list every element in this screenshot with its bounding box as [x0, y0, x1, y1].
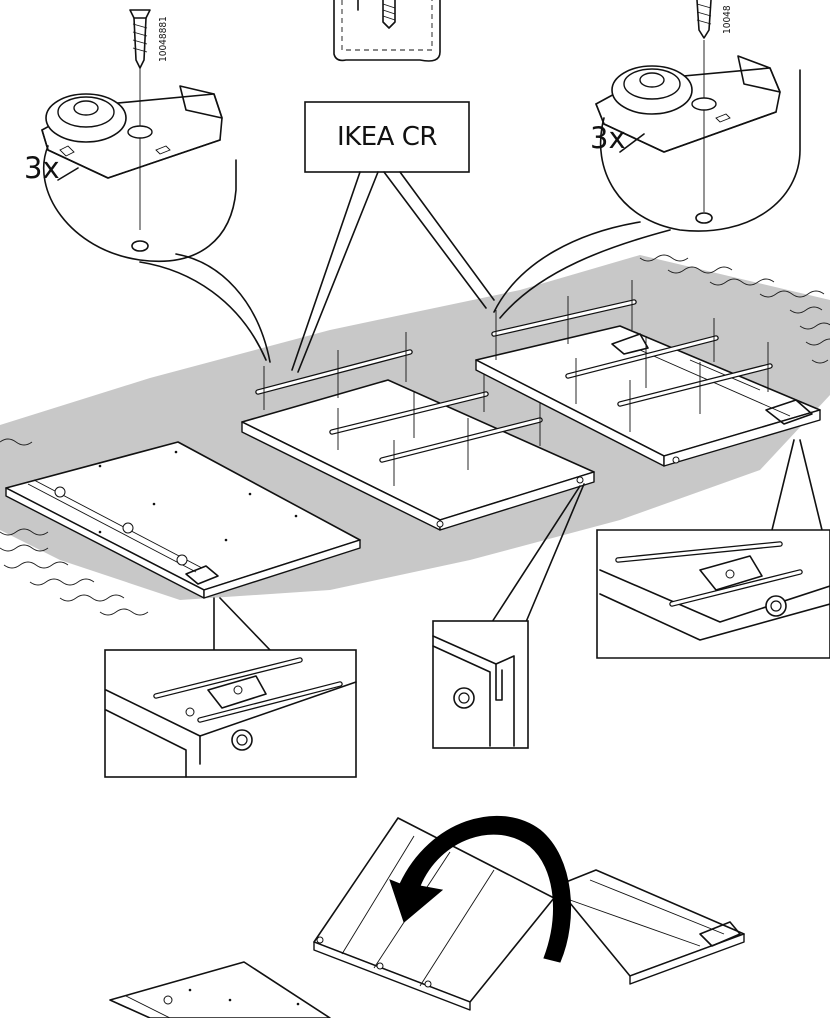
part-code-text: 10048881 — [158, 16, 169, 62]
rotate-arrow-icon — [389, 815, 572, 963]
rails-right — [491, 280, 773, 432]
flip-panel-tilted — [313, 817, 555, 1011]
rails-middle — [255, 332, 543, 486]
part-code-text: 10048 — [722, 5, 733, 34]
quantity-text: 3x — [24, 151, 60, 185]
panel-bottom-partial — [109, 961, 331, 1018]
quantity-text: 3x — [590, 121, 626, 155]
flip-panel-flat — [555, 869, 745, 985]
screw-bag — [333, 0, 441, 62]
screw-callout-right: 10048 3x — [493, 0, 801, 319]
part-label-box: IKEA CR — [291, 101, 495, 373]
screw-icon — [129, 9, 151, 230]
panel-left — [5, 441, 361, 599]
part-label-text: IKEA CR — [337, 122, 437, 152]
screw-icon — [696, 0, 712, 212]
screw-icon — [382, 0, 396, 29]
detail-inset-hinge-left — [104, 597, 357, 778]
screw-callout-left: 10048881 3x — [24, 9, 271, 363]
detail-inset-hinge-right — [596, 439, 830, 659]
panel-right — [475, 325, 821, 467]
detail-inset-corner — [432, 483, 585, 749]
glide-foot-icon — [41, 85, 223, 179]
glide-foot-icon — [595, 55, 781, 153]
